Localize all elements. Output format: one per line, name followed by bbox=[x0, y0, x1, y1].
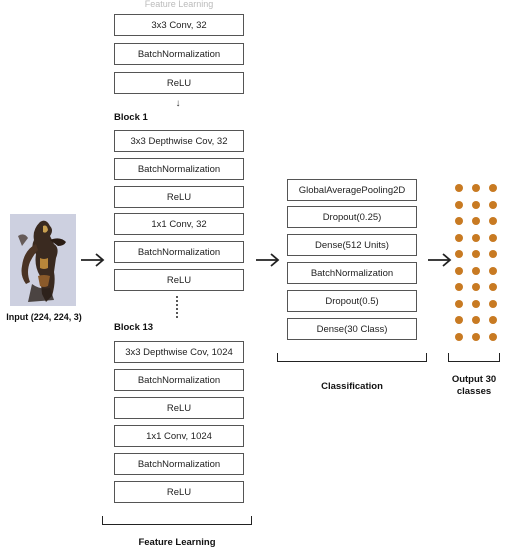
output-neuron-dot bbox=[472, 283, 480, 291]
block-13-label: Block 13 bbox=[114, 322, 154, 333]
block-1-layer: BatchNormalization bbox=[114, 241, 244, 263]
wayang-puppet-icon bbox=[10, 214, 76, 306]
arrow-right-icon bbox=[256, 253, 280, 267]
output-neuron-dot bbox=[489, 299, 497, 308]
classification-label: Classification bbox=[321, 381, 383, 392]
output-neuron-dot bbox=[472, 233, 480, 242]
classification-layer: BatchNormalization bbox=[287, 262, 417, 284]
down-arrow-icon: ↓ bbox=[175, 98, 181, 109]
input-image bbox=[10, 214, 76, 306]
block-13-layer: BatchNormalization bbox=[114, 453, 244, 475]
output-bracket bbox=[448, 353, 500, 362]
output-neuron-dot bbox=[489, 184, 497, 192]
classification-layer: Dropout(0.5) bbox=[287, 290, 417, 312]
output-neuron-dot bbox=[489, 250, 497, 258]
stem-layer: ReLU bbox=[114, 72, 244, 94]
block-1-layer: ReLU bbox=[114, 269, 244, 291]
stem-layer: 3x3 Conv, 32 bbox=[114, 14, 244, 36]
output-label-line-2: classes bbox=[456, 386, 492, 397]
faded-title: Feature Learning bbox=[144, 0, 214, 9]
output-neuron-dot bbox=[472, 316, 480, 324]
output-neuron-dot bbox=[472, 266, 480, 275]
output-label-line-1: Output 30 bbox=[451, 374, 497, 385]
block-13-layer: 1x1 Conv, 1024 bbox=[114, 425, 244, 447]
output-neuron-dot bbox=[455, 332, 463, 341]
classification-bracket bbox=[277, 353, 427, 362]
output-neuron-dot bbox=[455, 200, 463, 209]
input-label: Input (224, 224, 3) bbox=[6, 312, 82, 322]
stem-layer: BatchNormalization bbox=[114, 43, 244, 65]
block-13-layer: ReLU bbox=[114, 397, 244, 419]
ellipsis-dots-icon bbox=[175, 296, 179, 320]
arrow-right-icon bbox=[428, 253, 452, 267]
block-1-layer: 3x3 Depthwise Cov, 32 bbox=[114, 130, 244, 152]
output-neuron-dot bbox=[489, 332, 497, 341]
output-neuron-dot bbox=[472, 250, 480, 258]
classification-layer: Dense(512 Units) bbox=[287, 234, 417, 256]
output-neuron-dot bbox=[455, 217, 463, 225]
block-13-layer: BatchNormalization bbox=[114, 369, 244, 391]
classification-layer: Dense(30 Class) bbox=[287, 318, 417, 340]
classification-layer: GlobalAveragePooling2D bbox=[287, 179, 417, 201]
output-neuron-dot bbox=[472, 217, 480, 225]
output-neuron-dot bbox=[472, 200, 480, 209]
arrow-right-icon bbox=[81, 253, 105, 267]
block-1-layer: ReLU bbox=[114, 186, 244, 208]
block-1-layer: BatchNormalization bbox=[114, 158, 244, 180]
output-neuron-dot bbox=[489, 217, 497, 225]
classification-layer: Dropout(0.25) bbox=[287, 206, 417, 228]
output-label: Output 30 classes bbox=[436, 374, 512, 398]
output-neuron-dot bbox=[489, 316, 497, 324]
output-neuron-dot bbox=[455, 283, 463, 291]
block-13-layer: ReLU bbox=[114, 481, 244, 503]
output-neuron-dot bbox=[489, 266, 497, 275]
output-neuron-dot bbox=[455, 233, 463, 242]
output-neuron-dot bbox=[472, 332, 480, 341]
output-neuron-dot bbox=[455, 266, 463, 275]
output-neuron-dot bbox=[472, 184, 480, 192]
output-neuron-dot bbox=[489, 233, 497, 242]
output-neuron-dot bbox=[455, 250, 463, 258]
output-neuron-dot bbox=[489, 200, 497, 209]
feature-learning-bracket bbox=[102, 516, 252, 525]
output-neuron-dot bbox=[489, 283, 497, 291]
output-neuron-dot bbox=[455, 299, 463, 308]
output-neuron-dot bbox=[472, 299, 480, 308]
block-13-layer: 3x3 Depthwise Cov, 1024 bbox=[114, 341, 244, 363]
block-1-layer: 1x1 Conv, 32 bbox=[114, 213, 244, 235]
feature-learning-label: Feature Learning bbox=[138, 537, 216, 548]
output-neuron-dot bbox=[455, 184, 463, 192]
block-1-label: Block 1 bbox=[114, 112, 148, 123]
output-neuron-dot bbox=[455, 316, 463, 324]
